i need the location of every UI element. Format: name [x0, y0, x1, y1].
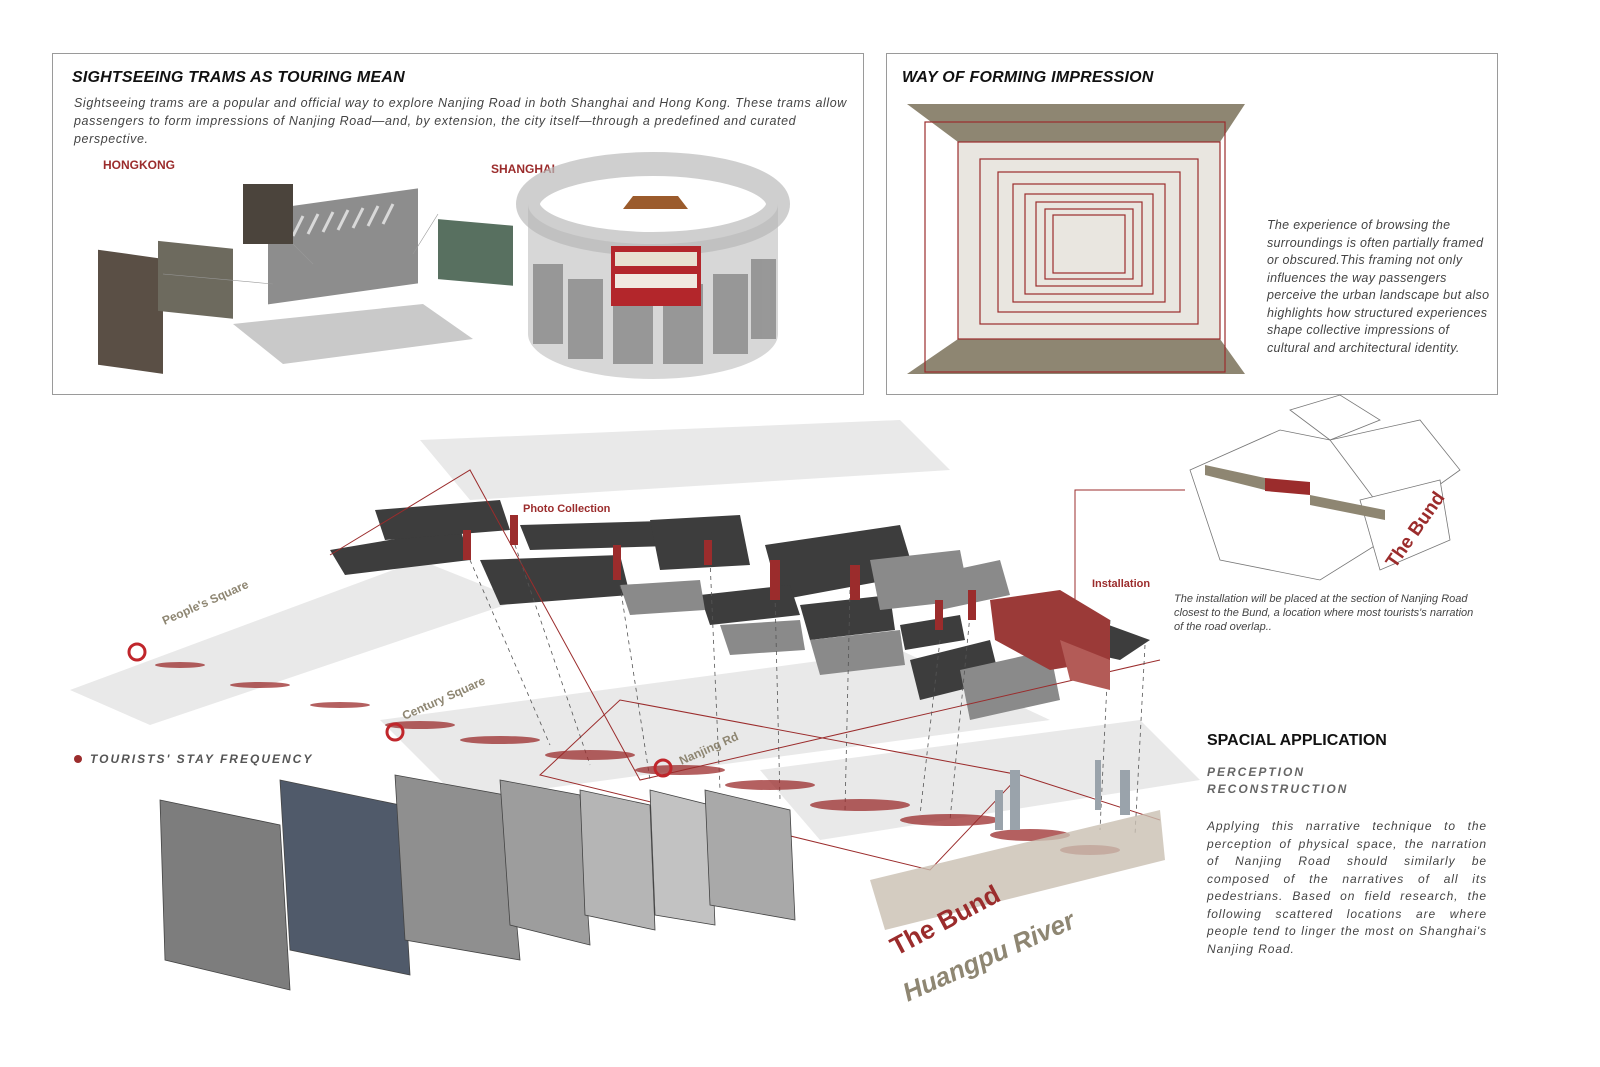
peoples-square-metro-icon [127, 642, 147, 662]
metro-station-markers [127, 642, 673, 778]
bund-inset-installation-highlight [1265, 478, 1310, 495]
spacial-subtitle-2: RECONSTRUCTION [1207, 782, 1349, 796]
projection-dashed-lines [469, 544, 1146, 836]
tram-body [268, 188, 418, 305]
street-photo-panels [159, 774, 796, 991]
installation-leader [1074, 489, 1185, 600]
bund-skyline-strip [870, 810, 1165, 930]
legend-dot-icon [74, 754, 82, 763]
shanghai-label: SHANGHAI [491, 162, 556, 176]
bus-windows [615, 252, 697, 266]
tunnel-floor [907, 339, 1245, 374]
impression-title: WAY OF FORMING IMPRESSION [902, 69, 1154, 86]
installation-label: Installation [1092, 578, 1151, 590]
tourist-photographer-icons [463, 515, 976, 630]
trams-panel: SIGHTSEEING TRAMS AS TOURING MEAN Sights… [52, 53, 864, 395]
hongkong-label: HONGKONG [103, 158, 175, 172]
spacial-description: Applying this narrative technique to the… [1207, 819, 1487, 956]
tram-projection-lines [162, 213, 439, 285]
installation-note: The installation will be placed at the s… [1174, 593, 1474, 633]
nanjing-rd-metro-icon [653, 758, 673, 778]
tram-window-photos [98, 184, 513, 374]
bund-inset-arrows [1205, 465, 1385, 520]
legend-text: TOURISTS' STAY FREQUENCY [90, 751, 314, 766]
tram-floor-shadow [233, 304, 473, 364]
spacial-title: SPACIAL APPLICATION [1207, 732, 1387, 749]
photo-collection-label: Photo Collection [523, 503, 611, 515]
tunnel-ceiling [907, 104, 1245, 142]
river-edge-line [1019, 774, 1161, 821]
installation-structure-icon [990, 590, 1110, 690]
stay-frequency-legend: TOURISTS' STAY FREQUENCY [74, 750, 313, 768]
tunnel-frames [924, 121, 1226, 373]
trams-title: SIGHTSEEING TRAMS AS TOURING MEAN [72, 69, 405, 86]
tunnel-scene [958, 142, 1220, 339]
trams-description: Sightseeing trams are a popular and offi… [74, 96, 847, 146]
century-square-metro-icon [385, 722, 405, 742]
gate-roof [623, 196, 688, 209]
framing-tunnel-diagram [907, 104, 1245, 374]
impression-description: The experience of browsing the surroundi… [1267, 218, 1490, 355]
bus-lower-windows [615, 274, 697, 288]
skyline-towers [995, 760, 1130, 830]
impression-panel: WAY OF FORMING IMPRESSION The experience… [886, 53, 1498, 395]
hongkong-tram-diagram [98, 184, 513, 374]
building-blocks-mid [620, 550, 1060, 720]
spacial-subtitle-1: PERCEPTION [1207, 765, 1306, 779]
upper-plane-outline [329, 469, 1161, 781]
bund-inset-buildings [1189, 394, 1461, 581]
shanghai-cylinder-diagram [516, 152, 790, 379]
